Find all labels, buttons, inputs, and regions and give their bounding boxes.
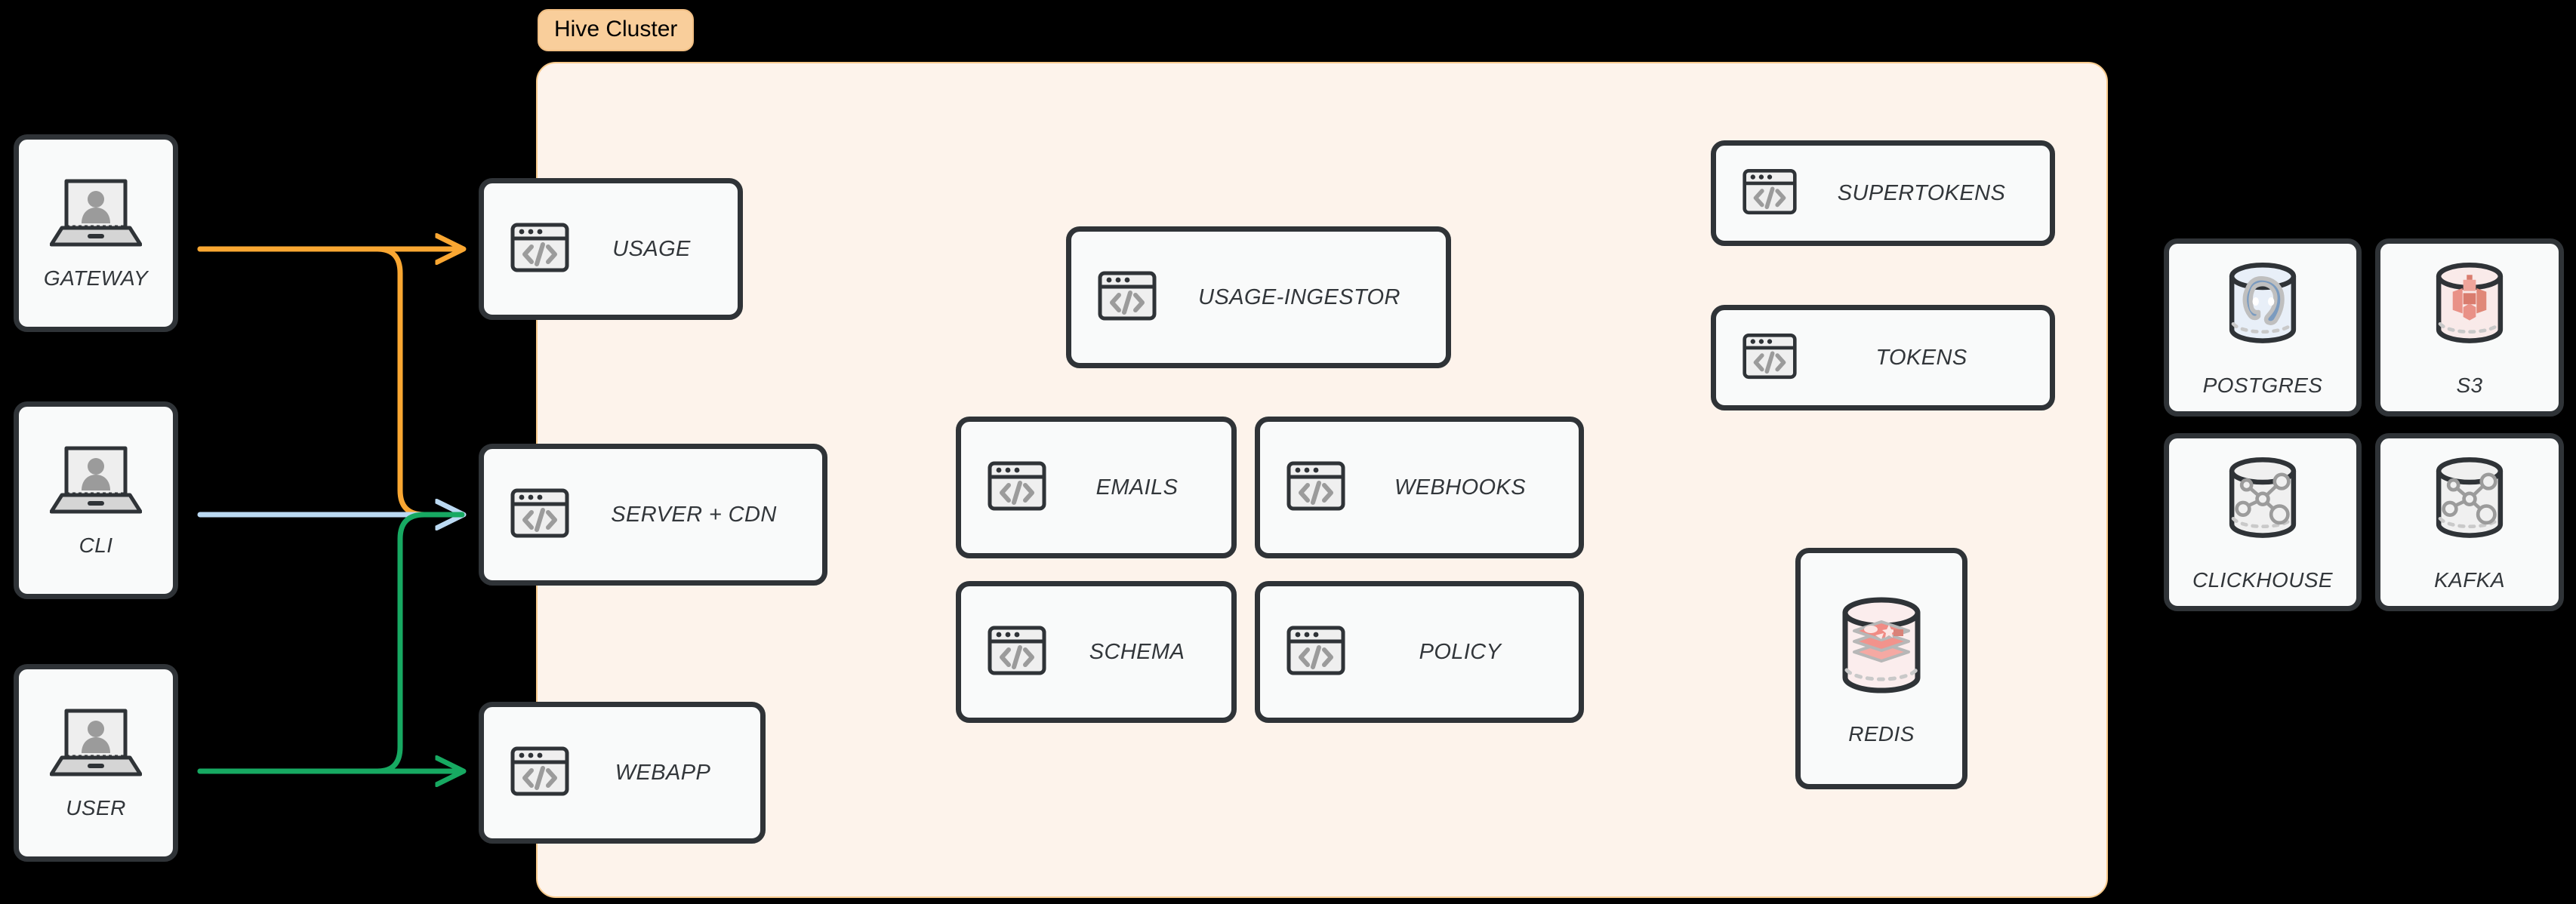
client-label: USER xyxy=(66,795,126,819)
service-node-schema[interactable]: SCHEMA xyxy=(956,581,1237,723)
service-label: WEBAPP xyxy=(615,760,711,785)
store-label: POSTGRES xyxy=(2202,373,2323,397)
laptop-user-icon xyxy=(49,706,143,783)
service-node-supertokens[interactable]: SUPERTOKENS xyxy=(1711,140,2055,246)
client-label: CLI xyxy=(79,533,113,557)
redis-cylinder-icon xyxy=(1829,592,1934,709)
code-window-icon xyxy=(510,741,570,805)
client-node-user[interactable]: USER xyxy=(14,664,178,862)
code-window-icon xyxy=(1742,328,1798,388)
code-window-icon xyxy=(1286,620,1346,684)
s3-cylinder-icon xyxy=(2419,258,2520,360)
store-node-redis[interactable]: REDIS xyxy=(1795,548,1967,789)
code-window-icon xyxy=(510,217,570,281)
code-window-icon xyxy=(987,620,1047,684)
connector-gateway-to-server-cdn xyxy=(197,246,465,518)
store-node-kafka[interactable]: KAFKA xyxy=(2375,433,2564,611)
client-node-gateway[interactable]: GATEWAY xyxy=(14,134,178,332)
service-label: USAGE xyxy=(612,236,691,261)
code-window-icon xyxy=(1742,164,1798,223)
service-node-emails[interactable]: EMAILS xyxy=(956,417,1237,558)
service-label: WEBHOOKS xyxy=(1394,475,1526,500)
service-label: SERVER + CDN xyxy=(611,502,777,527)
store-label: REDIS xyxy=(1848,721,1915,746)
service-node-usage-ingestor[interactable]: USAGE-INGESTOR xyxy=(1066,226,1451,368)
service-label: EMAILS xyxy=(1095,475,1179,500)
laptop-user-icon xyxy=(49,177,143,253)
laptop-user-icon xyxy=(49,444,143,520)
service-label: POLICY xyxy=(1419,639,1502,664)
service-node-usage[interactable]: USAGE xyxy=(479,178,743,320)
service-node-policy[interactable]: POLICY xyxy=(1255,581,1584,723)
connector-user-to-server-cdn xyxy=(197,512,465,774)
store-label: KAFKA xyxy=(2434,567,2505,592)
code-window-icon xyxy=(987,456,1047,520)
hive-cluster-label: Hive Cluster xyxy=(538,9,695,51)
service-node-webhooks[interactable]: WEBHOOKS xyxy=(1255,417,1584,558)
client-node-cli[interactable]: CLI xyxy=(14,401,178,599)
code-window-icon xyxy=(1286,456,1346,520)
service-label: TOKENS xyxy=(1875,345,1967,370)
kafka-cylinder-icon xyxy=(2419,453,2520,555)
client-label: GATEWAY xyxy=(43,266,149,290)
code-window-icon xyxy=(1097,266,1157,330)
clickhouse-cylinder-icon xyxy=(2212,453,2313,555)
store-node-clickhouse[interactable]: CLICKHOUSE xyxy=(2164,433,2362,611)
store-node-s3[interactable]: S3 xyxy=(2375,238,2564,417)
service-label: SUPERTOKENS xyxy=(1837,180,2006,205)
store-node-postgres[interactable]: POSTGRES xyxy=(2164,238,2362,417)
store-label: CLICKHOUSE xyxy=(2192,567,2334,592)
code-window-icon xyxy=(510,483,570,547)
service-label: USAGE-INGESTOR xyxy=(1198,284,1400,309)
postgres-cylinder-icon xyxy=(2212,258,2313,360)
store-label: S3 xyxy=(2456,373,2483,397)
service-node-tokens[interactable]: TOKENS xyxy=(1711,305,2055,410)
service-label: SCHEMA xyxy=(1089,639,1185,664)
service-node-server-cdn[interactable]: SERVER + CDN xyxy=(479,444,827,586)
service-node-webapp[interactable]: WEBAPP xyxy=(479,702,766,844)
